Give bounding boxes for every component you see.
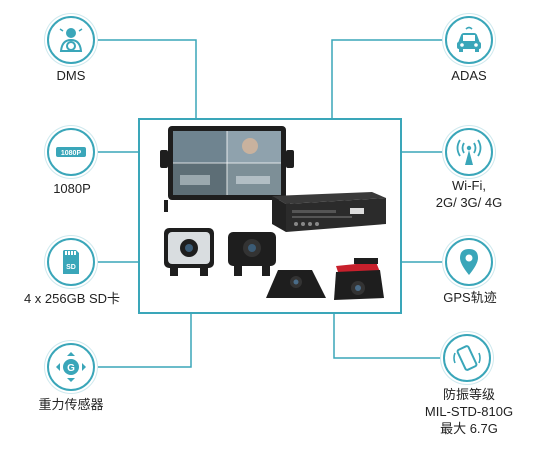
g-sensor-icon-badge: G — [47, 343, 95, 391]
sd-icon-badge: SD — [47, 238, 95, 286]
driver-monitor-icon — [59, 28, 83, 52]
g-sensor-icon: G — [56, 352, 86, 382]
dms-camera-image — [266, 270, 326, 298]
resolution-badge-text: 1080P — [61, 150, 82, 157]
sd-label: 4 x 256GB SD卡 — [23, 291, 121, 306]
resolution-badge-icon: 1080P — [56, 147, 86, 157]
antenna-icon — [456, 139, 482, 165]
gps-icon-badge — [445, 238, 493, 286]
resolution-icon-badge: 1080P — [47, 128, 95, 176]
dms-label: DMS — [56, 68, 86, 83]
resolution-label: 1080P — [53, 181, 91, 196]
mdvr-recorder-image — [272, 192, 386, 232]
side-camera-image — [228, 232, 276, 276]
car-assist-icon — [457, 26, 481, 52]
wifi-label-line2: 2G/ 3G/ 4G — [435, 195, 503, 210]
vibration-icon-badge — [443, 334, 491, 382]
adas-label: ADAS — [451, 68, 487, 83]
rugged-label-line2: MIL-STD-810G — [424, 404, 514, 419]
g-badge-text: G — [67, 363, 75, 374]
vibration-phone-icon — [453, 345, 481, 371]
map-pin-icon — [460, 249, 478, 275]
rear-camera-image — [164, 228, 214, 276]
dms-icon-badge — [47, 16, 95, 64]
sd-card-icon: SD — [63, 250, 79, 274]
g-sensor-label: 重力传感器 — [38, 397, 104, 412]
adas-dashcam-image — [334, 258, 384, 300]
product-illustration — [160, 126, 386, 300]
wifi-icon-badge — [445, 128, 493, 176]
sd-badge-text: SD — [66, 264, 76, 271]
rugged-label-line3: 最大 6.7G — [440, 421, 498, 436]
adas-icon-badge — [445, 16, 493, 64]
wifi-label-line1: Wi-Fi, — [452, 178, 486, 193]
rugged-label-line1: 防振等级 — [442, 387, 495, 402]
gps-label: GPS轨迹 — [443, 290, 497, 305]
product-bundle-box — [138, 118, 402, 314]
